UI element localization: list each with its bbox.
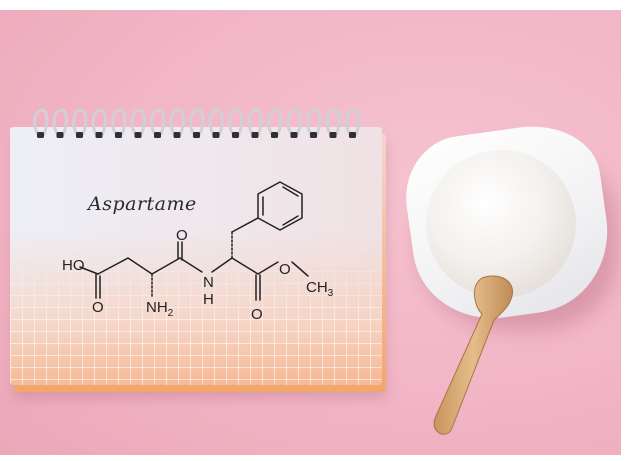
spiral-coil (150, 108, 166, 136)
spiral-hole (251, 132, 259, 138)
frame-right (621, 0, 627, 461)
frame-bottom (0, 455, 627, 461)
aspartame-structure (79, 181, 309, 301)
spiral-hole (310, 132, 317, 138)
label-o-carbonyl: O (251, 306, 263, 323)
spiral-hole (95, 132, 103, 138)
spiral-hole (56, 132, 64, 138)
spiral-coil (91, 108, 107, 136)
notebook-grid (10, 127, 382, 385)
notebook-title: Aspartame (88, 193, 197, 215)
sugar-pile (426, 150, 576, 298)
label-o-acid: O (92, 299, 104, 316)
spiral-coil (169, 108, 185, 136)
spiral-coil (111, 108, 127, 136)
spiral-hole (134, 132, 142, 138)
spiral-coil (306, 108, 322, 136)
spiral-hole (115, 132, 122, 138)
label-o-amide: O (176, 227, 188, 244)
spiral-hole (232, 132, 239, 138)
spiral-coil (72, 108, 88, 136)
label-ch: CH (306, 279, 328, 296)
wooden-spoon (433, 275, 514, 435)
label-nh: NH (146, 299, 168, 316)
spiral-coil (267, 108, 283, 136)
label-nh2: NH2 (146, 300, 173, 319)
spiral-hole (193, 132, 200, 138)
spiral-hole (349, 132, 356, 138)
spiral-coil (286, 108, 302, 136)
notebook-page (10, 127, 382, 385)
label-ch3: CH3 (306, 280, 333, 299)
spiral-coil (33, 108, 49, 136)
spiral-coil (208, 108, 224, 136)
spiral-hole (37, 132, 44, 138)
spiral-hole (154, 132, 161, 138)
spiral-coil (345, 108, 361, 136)
spiral-binding (33, 108, 361, 138)
spiral-coil (130, 108, 146, 136)
spiral-coil (189, 108, 205, 136)
label-nh2-subscript: 2 (167, 308, 174, 319)
spiral-hole (173, 132, 181, 138)
spiral-coil (52, 108, 68, 136)
spiral-hole (290, 132, 298, 138)
spiral-coil (247, 108, 263, 136)
frame-top (0, 0, 627, 10)
spiral-hole (329, 132, 337, 138)
spiral-hole (271, 132, 278, 138)
spiral-coil (228, 108, 244, 136)
label-ch3-subscript: 3 (327, 288, 334, 299)
spiral-coil (325, 108, 341, 136)
spiral-hole (76, 132, 83, 138)
label-n: N (203, 274, 214, 291)
label-h: H (203, 291, 214, 308)
spiral-hole (212, 132, 220, 138)
label-ho: HO (62, 257, 85, 274)
label-o-ester: O (279, 261, 291, 278)
